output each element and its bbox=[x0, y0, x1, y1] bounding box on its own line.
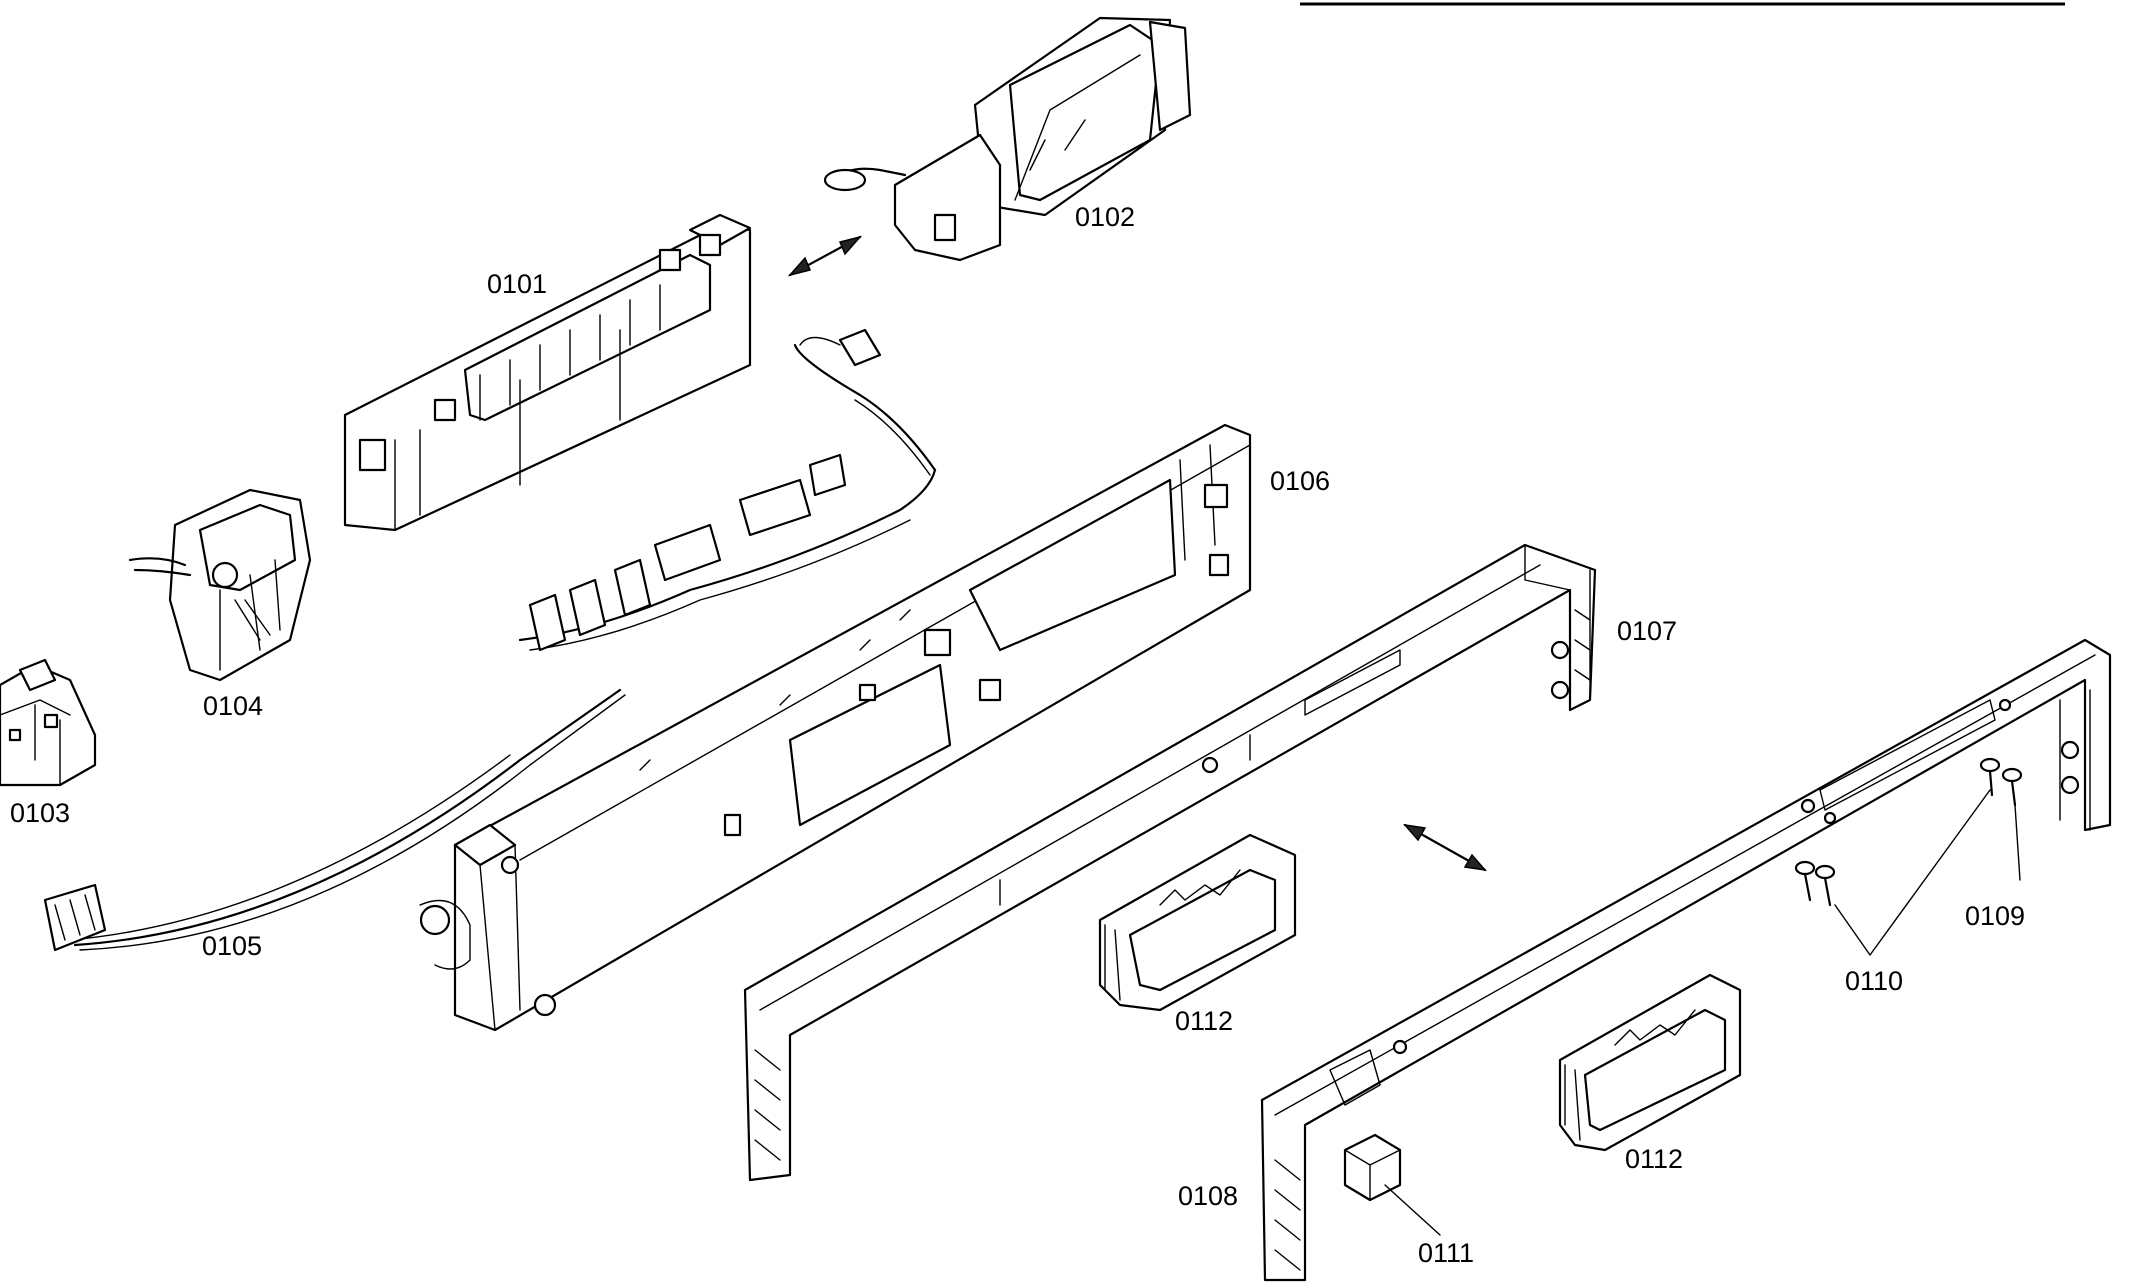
double-arrow-middle bbox=[1403, 823, 1487, 872]
label-0111: 0111 bbox=[1418, 1238, 1474, 1268]
label-0109: 0109 bbox=[1965, 901, 2025, 931]
label-0112-lower: 0112 bbox=[1625, 1144, 1683, 1174]
part-0105-wiring-harness bbox=[43, 328, 937, 952]
part-0111-block bbox=[1343, 1133, 1441, 1236]
double-arrow-top bbox=[787, 235, 863, 277]
label-0102: 0102 bbox=[1075, 202, 1135, 232]
label-0107: 0107 bbox=[1617, 616, 1677, 646]
part-0106-panel-carrier bbox=[419, 423, 1252, 1032]
label-0106: 0106 bbox=[1270, 466, 1330, 496]
label-0101: 0101 bbox=[487, 269, 547, 299]
label-0103: 0103 bbox=[10, 798, 70, 828]
part-0103-switch-block bbox=[0, 658, 97, 787]
label-0108: 0108 bbox=[1178, 1181, 1238, 1211]
part-0107-front-frame bbox=[743, 543, 1597, 1182]
part-0110-screws bbox=[1794, 789, 1991, 956]
part-0109-screws bbox=[1979, 757, 2023, 881]
label-0104: 0104 bbox=[203, 691, 263, 721]
label-0110: 0110 bbox=[1845, 966, 1903, 996]
part-0112-handle-upper bbox=[1098, 833, 1297, 1012]
part-0108-lower-frame bbox=[1260, 638, 2112, 1282]
part-0112-handle-lower bbox=[1558, 973, 1742, 1152]
label-0105: 0105 bbox=[202, 931, 262, 961]
part-0104-door-switch bbox=[128, 488, 312, 682]
part-0102-switch-module bbox=[823, 16, 1192, 262]
part-0101-control-housing bbox=[343, 213, 752, 532]
label-0112-upper: 0112 bbox=[1175, 1006, 1233, 1036]
